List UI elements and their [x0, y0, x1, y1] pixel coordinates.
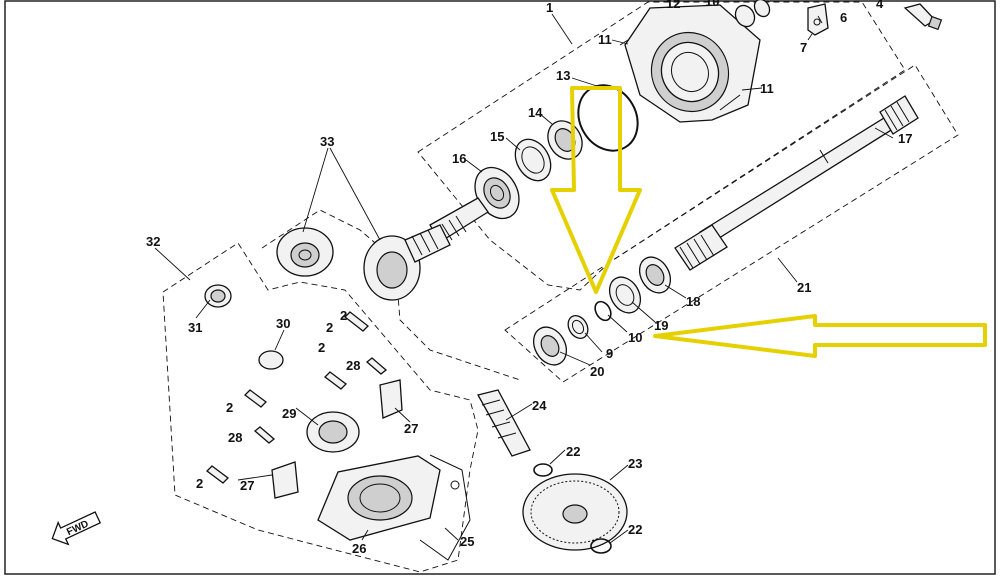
tabs-27 — [271, 379, 403, 499]
callout-9: 9 — [606, 346, 613, 361]
callout-7: 7 — [800, 40, 807, 55]
circlip-22-lower — [590, 538, 612, 554]
callout-18: 18 — [686, 294, 700, 309]
diagram-frame — [4, 0, 996, 575]
circlip-22-upper — [533, 463, 553, 477]
callout-28: 28 — [346, 358, 360, 373]
fwd-label: FWD — [65, 519, 90, 539]
cover-plate-26 — [317, 455, 441, 541]
input-shaft-24 — [477, 389, 531, 457]
callout-1: 1 — [546, 0, 553, 15]
spline-coupler — [674, 224, 728, 271]
callout-13: 13 — [556, 68, 570, 83]
callout-14: 14 — [528, 105, 543, 120]
callout-2: 2 — [318, 340, 325, 355]
oil-seal-19 — [608, 276, 642, 314]
bearing-29 — [306, 411, 360, 453]
fwd-badge: FWD — [51, 511, 102, 546]
callout-10: 10 — [705, 0, 719, 9]
bolt-upper-right — [903, 3, 943, 31]
callout-23: 23 — [628, 456, 642, 471]
leader-lines — [154, 13, 894, 544]
screws-28 — [253, 357, 388, 444]
callout-2: 2 — [326, 320, 333, 335]
callout-20: 20 — [590, 364, 604, 379]
callout-25: 25 — [460, 534, 474, 549]
bolts-2 — [206, 311, 369, 484]
callout-10: 10 — [628, 330, 642, 345]
callout-11: 11 — [598, 32, 612, 47]
callout-33: 33 — [320, 134, 334, 149]
callout-12: 12 — [666, 0, 680, 11]
callout-2: 2 — [196, 476, 203, 491]
callout-16: 16 — [452, 151, 466, 166]
callout-15: 15 — [490, 129, 504, 144]
bearing-18 — [638, 256, 672, 294]
callout-29: 29 — [282, 406, 296, 421]
seal-ring-small — [734, 0, 771, 28]
group-outline-21 — [504, 64, 959, 383]
bracket-plate — [807, 3, 829, 36]
callout-31: 31 — [188, 320, 202, 335]
callout-17: 17 — [898, 131, 912, 146]
highlight-arrow-down — [550, 86, 642, 294]
driven-gear-23 — [522, 473, 628, 551]
callout-27: 27 — [404, 421, 418, 436]
callout-11: 11 — [760, 81, 774, 96]
gasket-25 — [419, 454, 471, 561]
callout-19: 19 — [654, 318, 668, 333]
callout-28: 28 — [228, 430, 242, 445]
bevel-gear-small — [276, 227, 334, 277]
callout-27: 27 — [240, 478, 254, 493]
callout-2: 2 — [226, 400, 233, 415]
bevel-gear-large — [363, 224, 451, 301]
oil-seal-20 — [532, 326, 568, 366]
callout-30: 30 — [276, 316, 290, 331]
drive-shaft-17 — [699, 95, 919, 246]
callout-26: 26 — [352, 541, 366, 556]
seal-31 — [204, 284, 232, 308]
callout-4: 4 — [876, 0, 884, 11]
highlight-arrow-left — [653, 314, 987, 358]
gear-case-housing — [619, 4, 761, 123]
callout-24: 24 — [532, 398, 547, 413]
callout-22: 22 — [628, 522, 642, 537]
callout-2: 2 — [340, 308, 347, 323]
group-outline-32 — [162, 242, 479, 573]
callout-21: 21 — [797, 280, 811, 295]
retaining-ring-10 — [594, 300, 612, 322]
collar-9 — [567, 315, 589, 339]
oil-seal-15 — [514, 138, 552, 182]
callout-6: 6 — [840, 10, 847, 25]
callout-labels: 1 2 2 2 2 2 4 6 7 9 10 10 11 11 12 13 14… — [146, 0, 912, 556]
shim-30 — [258, 350, 284, 370]
callout-22: 22 — [566, 444, 580, 459]
callout-32: 32 — [146, 234, 160, 249]
